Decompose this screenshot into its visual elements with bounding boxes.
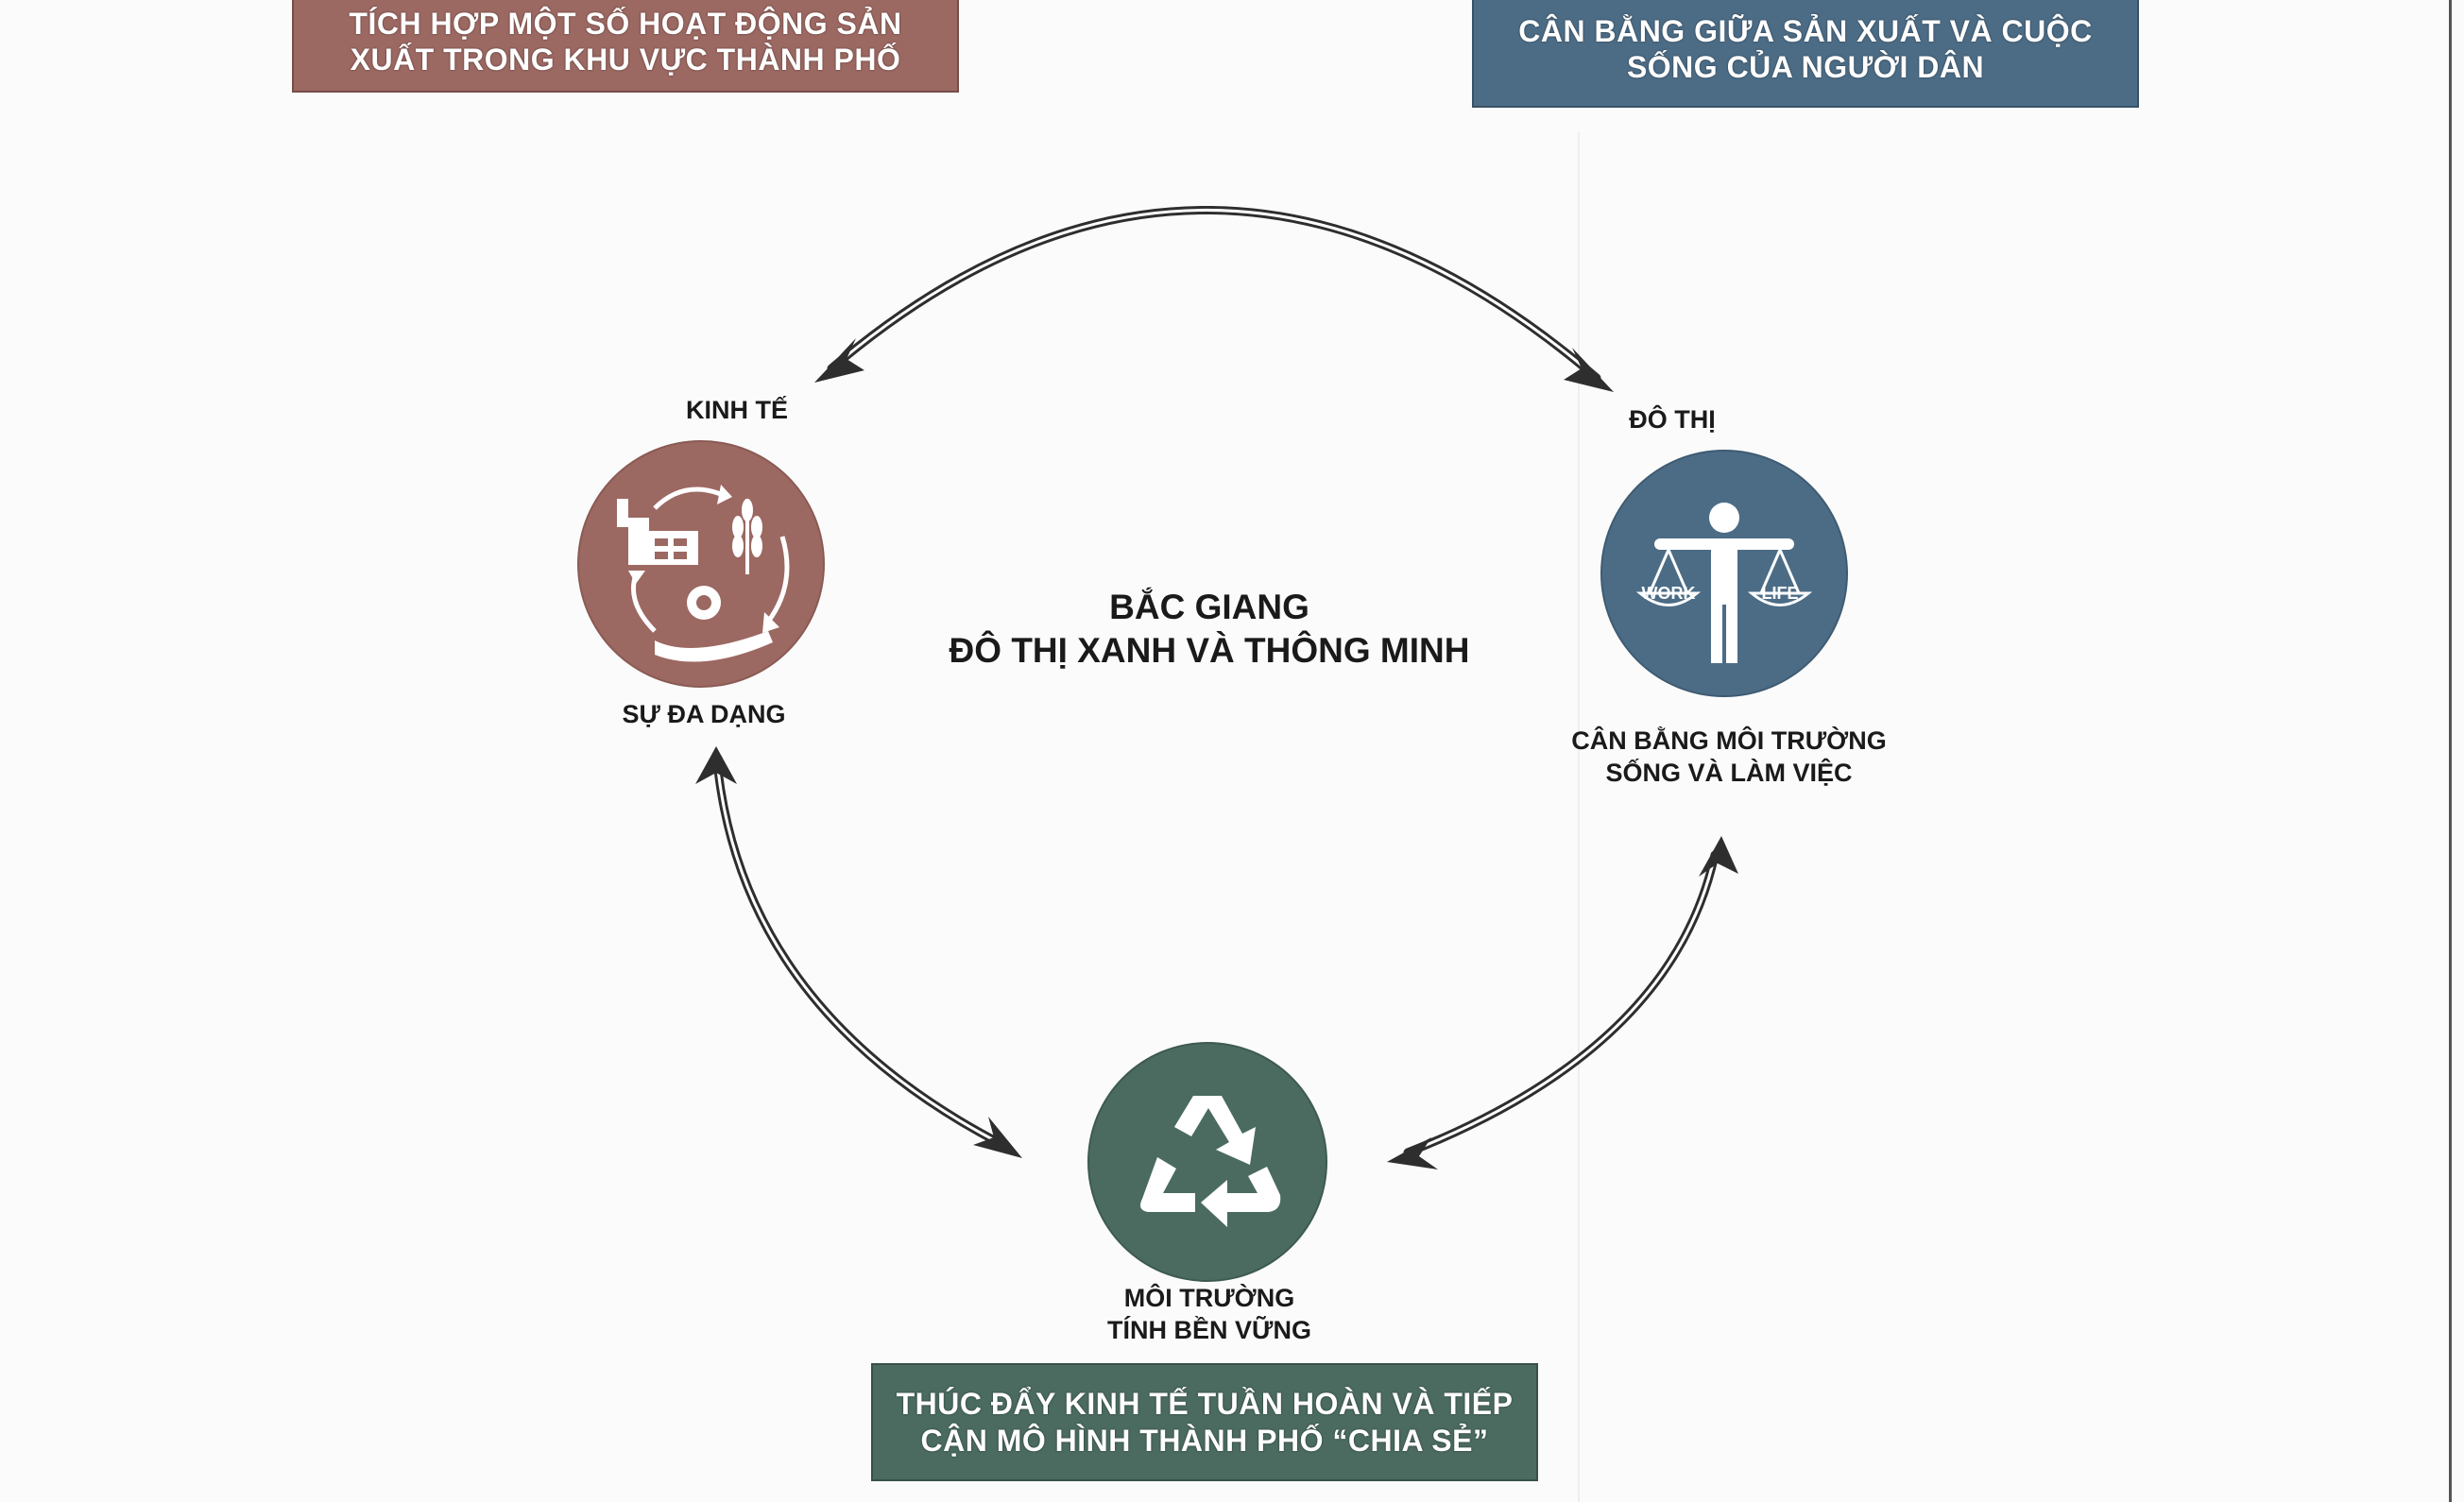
arrowhead-environment-right xyxy=(1387,1137,1438,1169)
arrow-urban-environment xyxy=(1403,850,1720,1157)
label-work-life-balance: CÂN BẰNG MÔI TRƯỜNG SỐNG VÀ LÀM VIỆC xyxy=(1531,725,1927,790)
environment-circle xyxy=(1089,1044,1326,1280)
arrowhead-urban-top xyxy=(1564,348,1614,392)
label-sustainability: MÔI TRƯỜNG TÍNH BỀN VỮNG xyxy=(1020,1283,1398,1347)
label-sustainability-line: TÍNH BỀN VỮNG xyxy=(1107,1315,1311,1344)
label-economy: KINH TẾ xyxy=(686,396,788,424)
economy-circle xyxy=(579,442,823,686)
box-circular-economy-text: THÚC ĐẨY KINH TẾ TUẦN HOÀN VÀ TIẾP CẬN M… xyxy=(896,1387,1514,1458)
label-work-life-line1: CÂN BẰNG MÔI TRƯỜNG xyxy=(1571,726,1887,755)
box-balance-production-life: CÂN BẰNG GIỮA SẢN XUẤT VÀ CUỘC SỐNG CỦA … xyxy=(1472,0,2139,108)
factory-wheat-cycle-icon xyxy=(617,485,790,662)
scan-fold-line xyxy=(1578,132,1580,1502)
arrow-economy-environment xyxy=(713,765,1004,1148)
box-integrate-production-text: TÍCH HỢP MỘT SỐ HOẠT ĐỘNG SẢN XUẤT TRONG… xyxy=(349,6,902,77)
label-work-life-line2: SỐNG VÀ LÀM VIỆC xyxy=(1605,758,1853,787)
recycle-icon xyxy=(1140,1096,1281,1227)
label-diversity: SỰ ĐA DẠNG xyxy=(622,700,786,728)
life-text: LIFE xyxy=(1762,584,1799,603)
center-title: BẮC GIANG ĐÔ THỊ XANH VÀ THÔNG MINH xyxy=(888,586,1531,674)
label-urban: ĐÔ THỊ xyxy=(1629,405,1716,434)
work-text: WORK xyxy=(1642,584,1696,603)
arrowhead-environment-left xyxy=(973,1117,1022,1158)
work-life-balance-icon: WORK LIFE xyxy=(1635,503,1813,663)
arrowhead-economy-top xyxy=(814,338,864,383)
label-environment: MÔI TRƯỜNG xyxy=(1123,1284,1295,1312)
urban-circle: WORK LIFE xyxy=(1602,452,1846,695)
page-edge-line xyxy=(2449,0,2452,1502)
arrowhead-urban-bottom xyxy=(1699,836,1738,877)
center-title-line2: ĐÔ THỊ XANH VÀ THÔNG MINH xyxy=(949,631,1470,671)
center-title-line1: BẮC GIANG xyxy=(1109,588,1309,626)
box-balance-production-life-text: CÂN BẰNG GIỮA SẢN XUẤT VÀ CUỘC SỐNG CỦA … xyxy=(1518,13,2093,84)
box-circular-economy: THÚC ĐẨY KINH TẾ TUẦN HOÀN VÀ TIẾP CẬN M… xyxy=(871,1363,1538,1481)
box-integrate-production: TÍCH HỢP MỘT SỐ HOẠT ĐỘNG SẢN XUẤT TRONG… xyxy=(292,0,959,93)
arrowhead-economy-bottom xyxy=(695,746,737,784)
